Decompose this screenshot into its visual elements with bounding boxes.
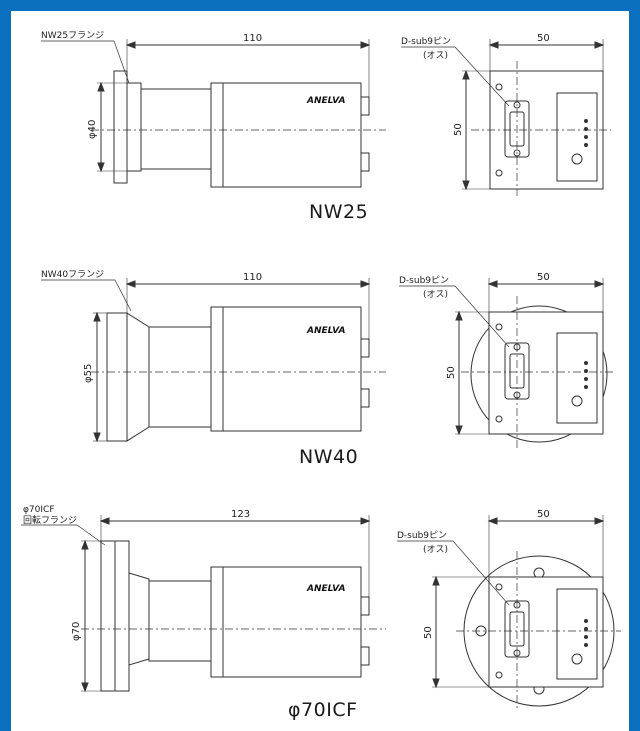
nw25-length-dim: 110 — [243, 33, 262, 44]
nw25-side-view — [41, 39, 386, 188]
icf-logo: ANELVA — [306, 584, 345, 594]
nw40-width-dim: 50 — [537, 272, 550, 283]
nw25-width-dim: 50 — [537, 33, 550, 44]
technical-drawings: NW25フランジ 110 φ40 ANELVA — [21, 30, 621, 711]
nw40-flange-label: NW40フランジ — [41, 269, 104, 280]
nw25-connector-label: D-sub9ピン — [401, 36, 451, 47]
nw25-connector-sub: (オス) — [423, 50, 448, 61]
nw40-end-view — [399, 278, 616, 451]
nw40-connector-label: D-sub9ピン — [399, 275, 449, 286]
icf-connector-sub: (オス) — [423, 544, 448, 555]
nw25-flange-label: NW25フランジ — [41, 30, 104, 41]
caption-nw25: NW25 — [309, 201, 369, 223]
icf-height-dim: 50 — [423, 626, 434, 639]
nw25-logo: ANELVA — [306, 96, 345, 106]
icf-side-view — [21, 515, 386, 693]
icf-flange-label: φ70ICF — [23, 505, 55, 515]
nw25-diameter-dim: φ40 — [87, 120, 98, 139]
icf-flange-label-2: 回転フランジ — [23, 515, 77, 526]
icf-connector-label: D-sub9ピン — [397, 530, 447, 541]
nw25-height-dim: 50 — [453, 123, 464, 136]
nw40-diameter-dim: φ55 — [83, 364, 94, 383]
icf-length-dim: 123 — [231, 509, 250, 520]
caption-icf: φ70ICF — [288, 699, 358, 721]
icf-width-dim: 50 — [537, 509, 550, 520]
nw40-logo: ANELVA — [306, 326, 345, 336]
nw40-side-view — [41, 278, 386, 443]
nw40-connector-sub: (オス) — [423, 289, 448, 300]
icf-diameter-dim: φ70 — [71, 622, 82, 641]
nw25-end-view — [401, 39, 611, 196]
caption-nw40: NW40 — [299, 446, 359, 468]
drawing-sheet: NW25フランジ 110 φ40 ANELVA — [11, 11, 629, 731]
nw40-height-dim: 50 — [446, 366, 457, 379]
nw40-length-dim: 110 — [243, 272, 262, 283]
icf-end-view — [397, 515, 621, 711]
